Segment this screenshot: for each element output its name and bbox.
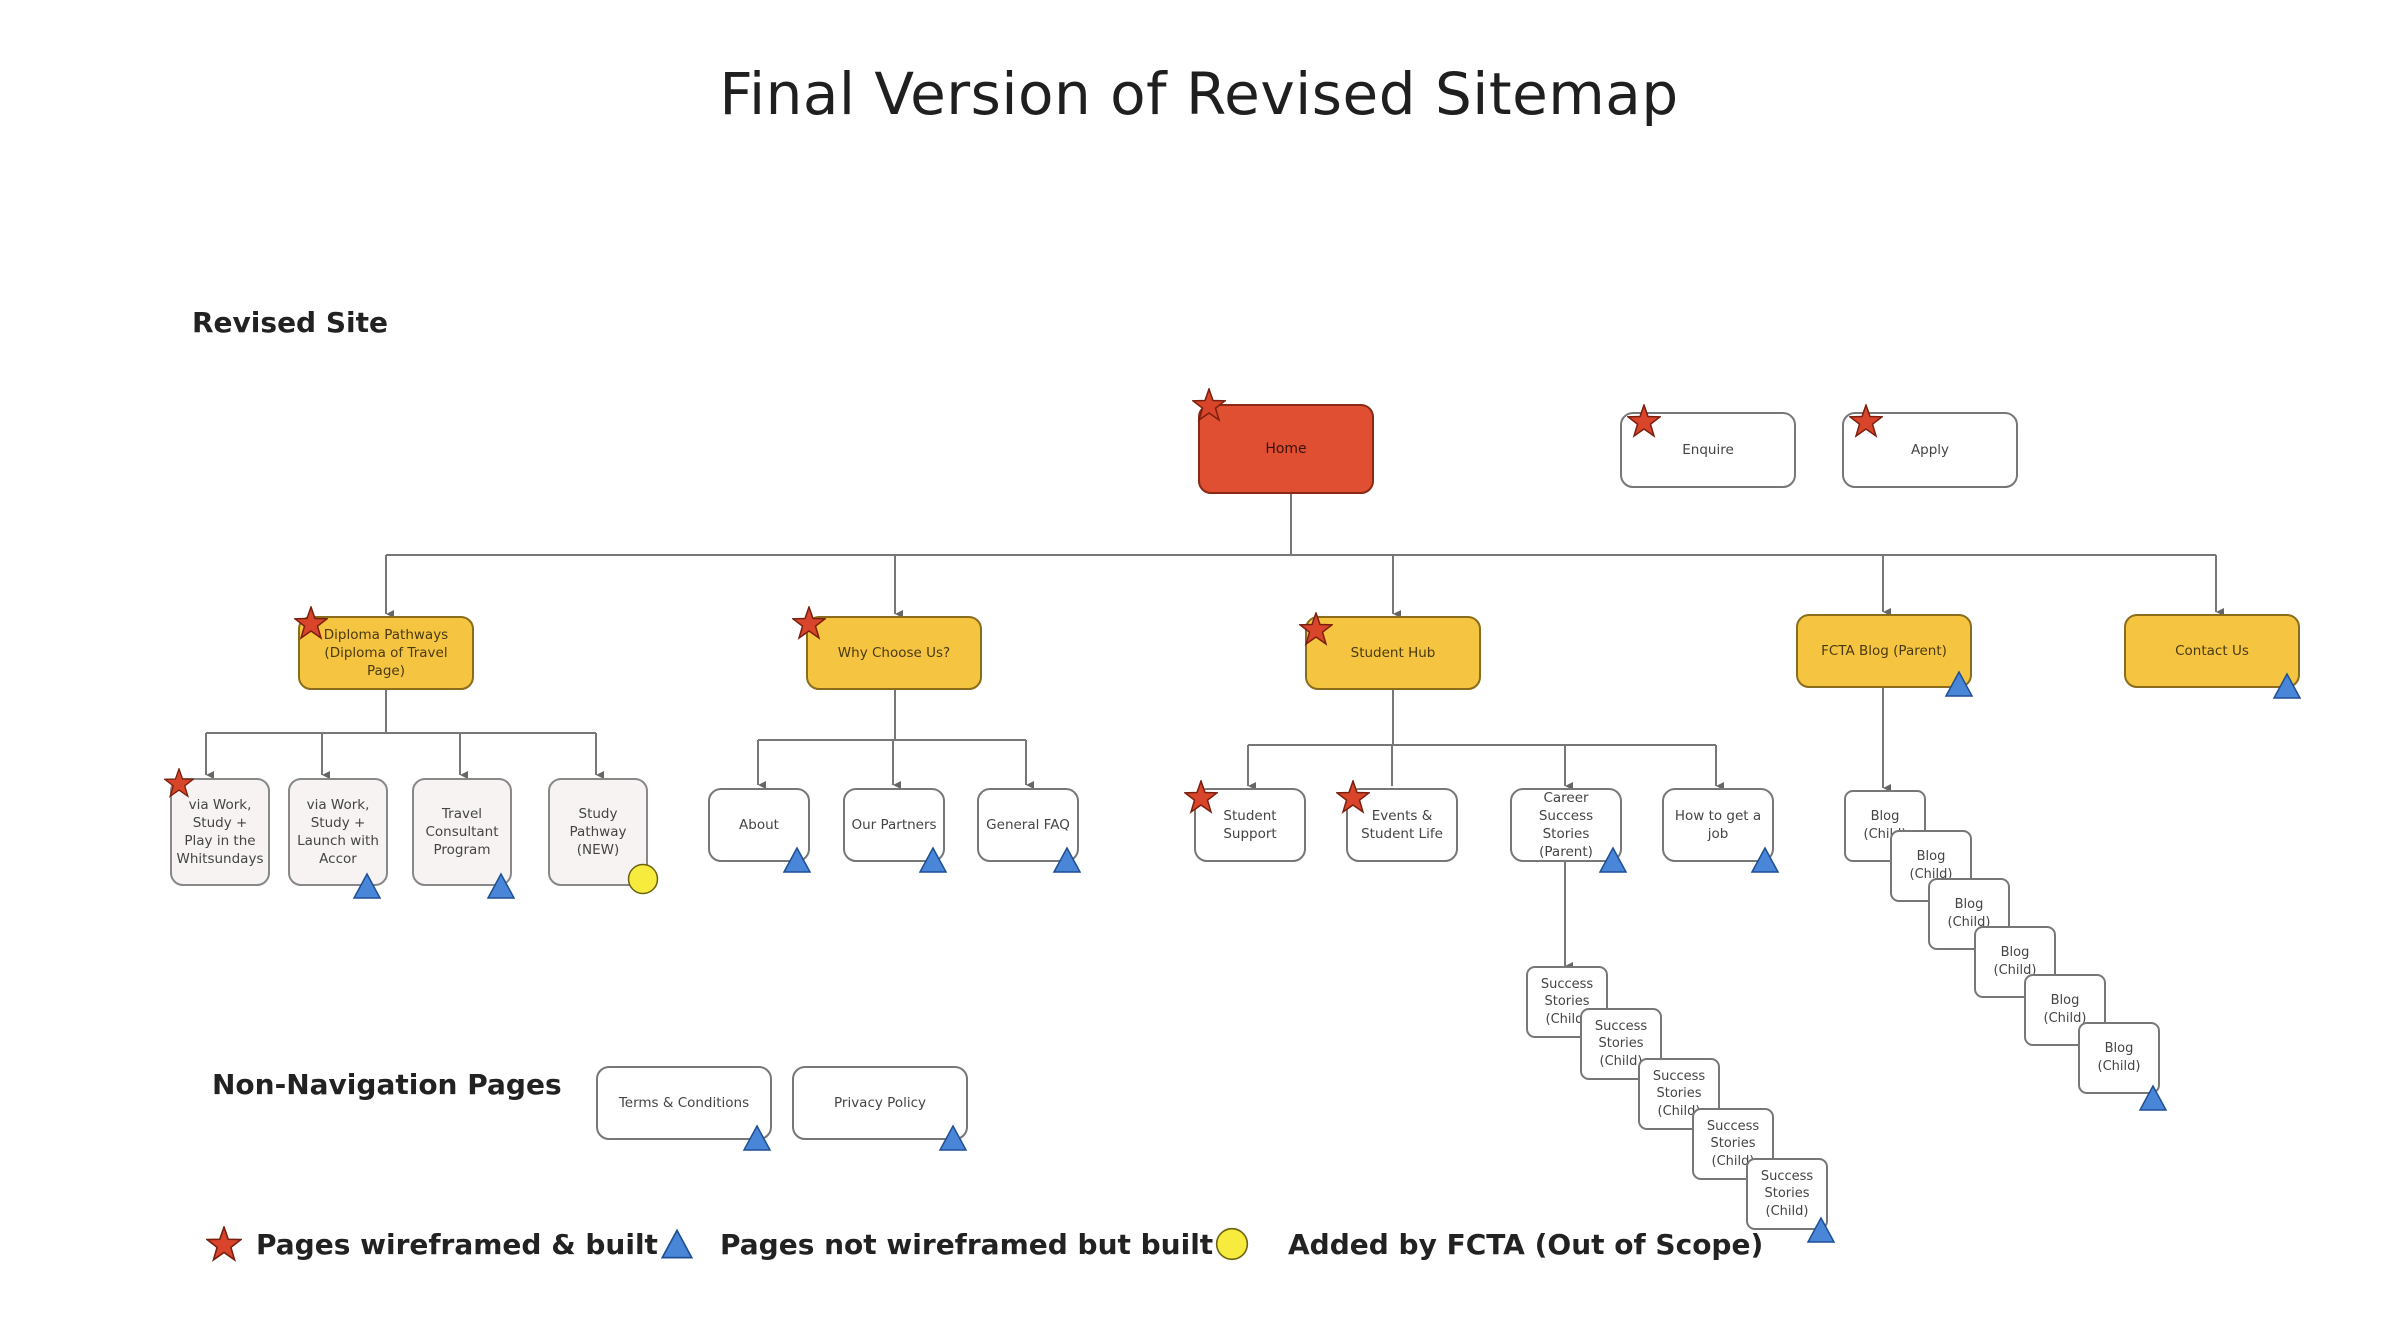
node-success-story-child[interactable]: Success Stories (Child) [1746,1158,1828,1230]
node-contact-us[interactable]: Contact Us [2124,614,2300,688]
triangle-icon [2138,1084,2168,1111]
triangle-icon [2272,672,2302,699]
legend-item-added-by-fcta: Added by FCTA (Out of Scope) [1214,1224,1763,1264]
section-label-non-navigation: Non-Navigation Pages [212,1068,562,1101]
node-privacy-policy[interactable]: Privacy Policy [792,1066,968,1140]
node-why-choose-us[interactable]: Why Choose Us? [806,616,982,690]
node-general-faq[interactable]: General FAQ [977,788,1079,862]
triangle-icon [1944,670,1974,697]
legend-label-added-by-fcta: Added by FCTA (Out of Scope) [1288,1227,1764,1261]
star-icon [1192,388,1226,422]
star-icon [1849,404,1883,438]
node-blog-child[interactable]: Blog (Child) [2078,1022,2160,1094]
star-icon [1627,404,1661,438]
triangle-icon [486,872,516,899]
node-success-story-child[interactable]: Success Stories (Child) [1638,1058,1720,1130]
section-label-revised-site: Revised Site [192,306,388,339]
triangle-icon [782,846,812,873]
legend-label-not-wireframed: Pages not wireframed but built [720,1227,1214,1261]
circle-icon [1215,1227,1249,1261]
triangle-icon [918,846,948,873]
star-icon [294,606,328,640]
legend-item-wireframed: Pages wireframed & built [206,1224,658,1264]
triangle-icon [742,1124,772,1151]
star-icon [1336,780,1370,814]
triangle-icon [1806,1216,1836,1243]
node-home[interactable]: Home [1198,404,1374,494]
node-travel-consultant-program[interactable]: Travel Consultant Program [412,778,512,886]
node-career-success-stories[interactable]: Career Success Stories (Parent) [1510,788,1622,862]
node-events-student-life[interactable]: Events & Student Life [1346,788,1458,862]
node-our-partners[interactable]: Our Partners [843,788,945,862]
legend-item-not-wireframed: Pages not wireframed but built [660,1224,1213,1264]
circle-icon [627,863,659,895]
triangle-icon [1598,846,1628,873]
star-icon [206,1226,242,1262]
node-diploma-pathways[interactable]: Diploma Pathways (Diploma of Travel Page… [298,616,474,690]
triangle-icon [352,872,382,899]
node-study-pathway[interactable]: Study Pathway (NEW) [548,778,648,886]
triangle-icon [660,1228,694,1259]
node-via-accor[interactable]: via Work, Study + Launch with Accor [288,778,388,886]
node-student-hub[interactable]: Student Hub [1305,616,1481,690]
star-icon [1184,780,1218,814]
node-how-to-get-a-job[interactable]: How to get a job [1662,788,1774,862]
triangle-icon [1052,846,1082,873]
star-icon [792,606,826,640]
page-title: Final Version of Revised Sitemap [719,60,1679,128]
star-icon [1299,612,1333,646]
node-fcta-blog-parent[interactable]: FCTA Blog (Parent) [1796,614,1972,688]
star-icon [164,768,194,798]
triangle-icon [1750,846,1780,873]
node-terms-conditions[interactable]: Terms & Conditions [596,1066,772,1140]
node-about[interactable]: About [708,788,810,862]
legend-label-wireframed: Pages wireframed & built [256,1227,658,1261]
node-student-support[interactable]: Student Support [1194,788,1306,862]
triangle-icon [938,1124,968,1151]
